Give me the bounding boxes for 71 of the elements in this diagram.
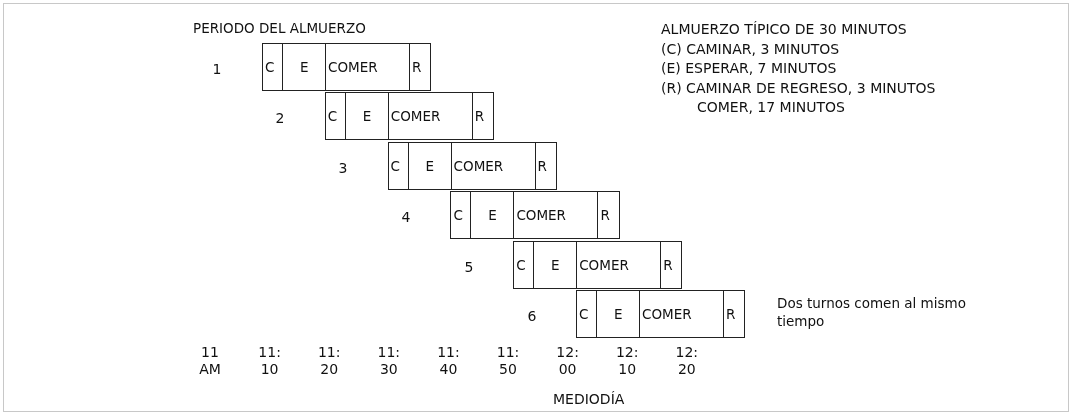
legend-text: (E) ESPERAR, 7 MINUTOS [661,59,837,77]
time-block-cell [723,290,746,338]
time-label: 11: 10 [257,344,282,378]
row-number: 6 [526,307,538,325]
time-block-cell [660,240,683,289]
cell-text: R [412,59,422,75]
time-label: 12: 00 [555,344,580,378]
row-number: 5 [463,257,475,276]
cell-text: R [663,256,673,273]
time-block-cell [407,141,452,190]
cell-text: E [299,59,309,75]
cell-text: C [390,157,401,174]
cell-text: COMER [579,256,629,273]
cell-text: E [425,157,434,174]
cell-text: E [488,207,497,224]
noon-label: MEDIODÍA [553,390,625,408]
time-label: 12: 20 [674,344,700,378]
time-block-cell [325,43,411,91]
cell-text: R [537,157,547,174]
cell-text: C [579,306,589,322]
cell-text: COMER [642,306,692,322]
cell-text: C [453,207,463,224]
time-block-cell [470,191,515,240]
time-block-cell [387,92,474,141]
time-block-cell [597,191,620,240]
time-block-cell [409,43,432,91]
cell-text: E [551,256,560,273]
cell-text: R [600,207,610,224]
time-block-cell [324,92,347,141]
row-number: 3 [337,158,349,177]
time-block-cell [471,92,495,141]
cell-text: C [265,59,275,75]
row-number: 2 [274,109,286,128]
cell-text: COMER [390,108,441,125]
cell-text: E [613,306,623,322]
cell-text: COMER [516,207,566,224]
time-block-cell [534,141,557,190]
time-label: 11: 30 [376,344,402,378]
time-block-cell [387,141,409,190]
time-block-cell [450,141,536,190]
cell-text: COMER [328,59,378,75]
cell-text: R [474,108,485,125]
cell-text: C [516,256,526,273]
chart-title: PERIODO DEL ALMUERZO [193,20,366,36]
row-number: 1 [211,60,223,78]
cell-text: C [327,108,338,125]
legend-heading: ALMUERZO TÍPICO DE 30 MINUTOS [661,20,907,38]
cell-text: E [362,108,372,125]
time-block-cell [344,92,390,141]
time-label: 11: 40 [436,344,461,378]
time-label: 11: 50 [495,344,521,378]
time-block-cell [513,240,535,289]
cell-text: COMER [453,157,504,174]
time-label: 11: 20 [316,344,342,378]
time-block-cell [513,191,599,240]
time-label: 12: 10 [614,344,640,378]
time-block-cell [262,43,284,91]
time-block-cell [639,290,725,338]
time-block-cell [533,240,578,289]
legend-text: (C) CAMINAR, 3 MINUTOS [661,39,840,58]
time-block-cell [576,240,662,289]
legend-text: COMER, 17 MINUTOS [697,98,845,116]
note-text: Dos turnos comen al mismo tiempo [777,294,967,330]
time-block-cell [450,191,472,240]
time-block-cell [596,290,641,338]
cell-text: R [726,306,736,322]
time-label: 11 AM [198,344,222,378]
time-block-cell [576,290,598,338]
time-block-cell [282,43,327,91]
legend-text: (R) CAMINAR DE REGRESO, 3 MINUTOS [661,78,936,97]
row-number: 4 [400,208,412,227]
